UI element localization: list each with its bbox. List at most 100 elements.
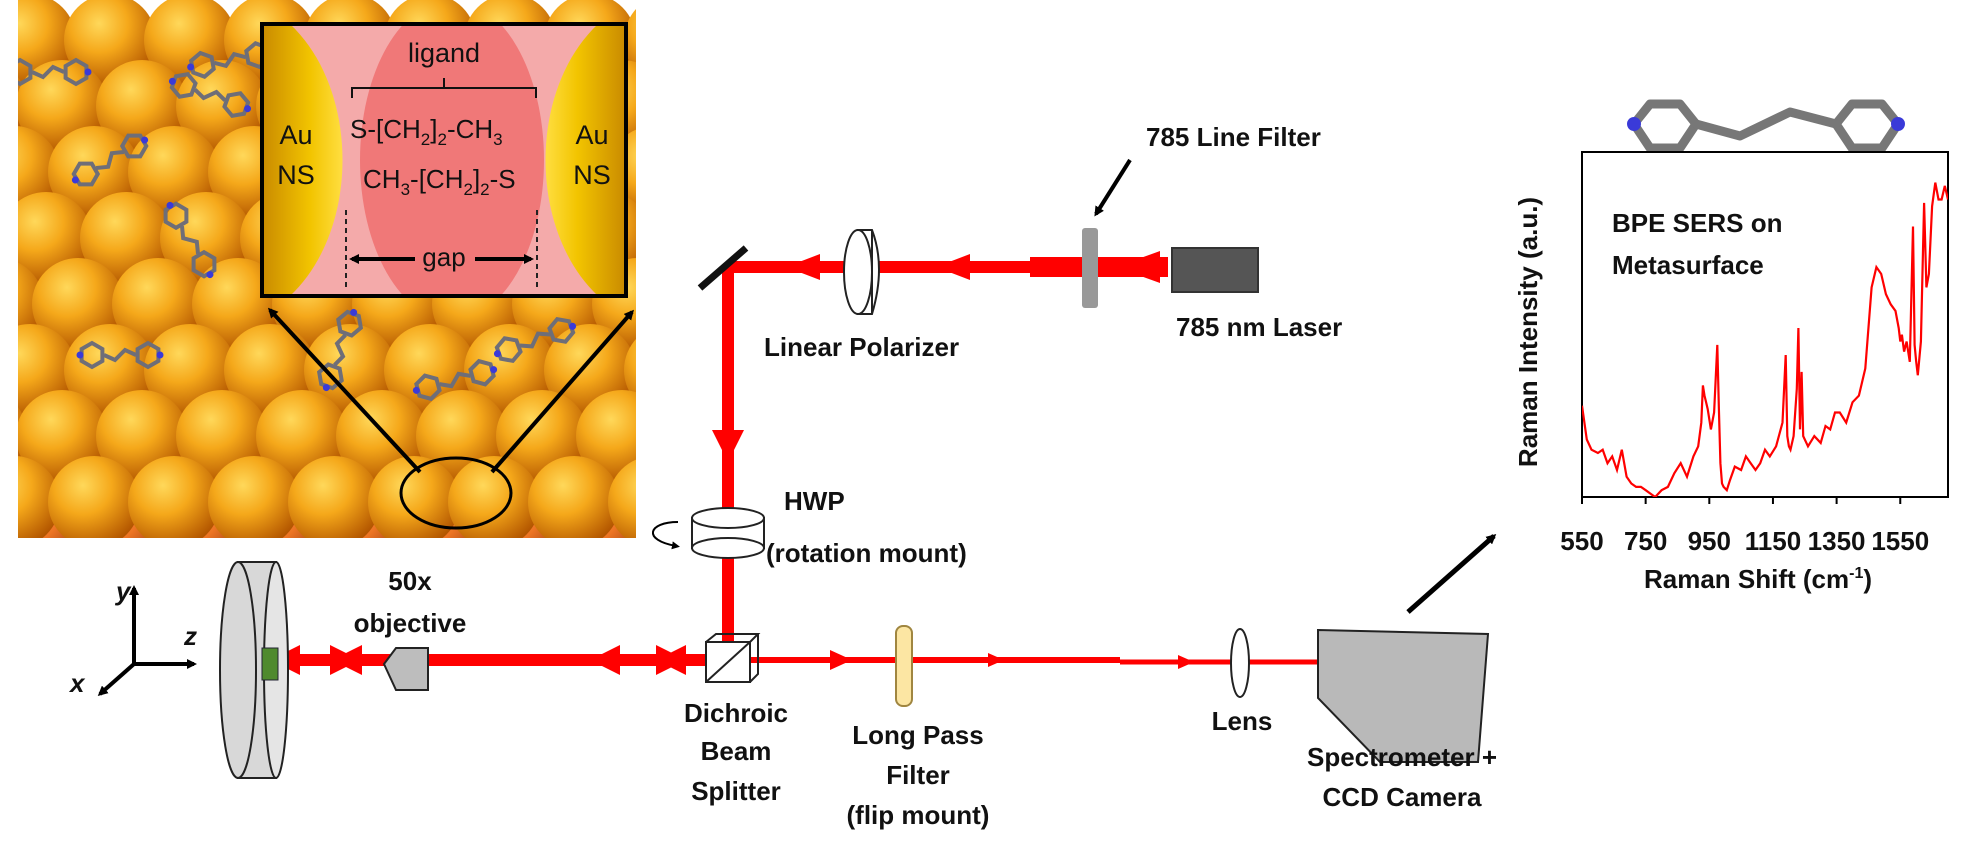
laser-label: 785 nm Laser — [1176, 312, 1342, 342]
linear-polarizer — [843, 229, 880, 315]
sample-stage — [219, 561, 289, 779]
beam-arrow — [712, 430, 744, 462]
objective-label-1: 50x — [388, 566, 432, 596]
longpass-label-2: Filter — [886, 760, 950, 790]
gold-nanosphere — [656, 60, 748, 152]
gold-nanosphere — [368, 456, 460, 538]
metasurface-sample — [261, 647, 279, 681]
gold-nanosphere-shadow — [0, 12, 14, 104]
gold-nanosphere — [608, 459, 636, 538]
longpass-label-3: (flip mount) — [847, 800, 990, 830]
mirror — [697, 245, 749, 291]
right-np-label-2: NS — [573, 160, 611, 190]
beam-arrow — [1116, 251, 1160, 283]
dichroic-label-3: Splitter — [691, 776, 781, 806]
hwp-label-2: (rotation mount) — [766, 538, 967, 568]
rotation-arrow-icon — [652, 521, 680, 550]
inset-ligand-label: ligand — [408, 38, 480, 68]
axis-z-label: z — [183, 621, 197, 651]
chart-title-line-1: BPE SERS on — [1612, 208, 1782, 238]
gold-nanosphere-shadow — [674, 78, 766, 170]
objective-lens — [382, 647, 429, 691]
bpe-molecule — [76, 340, 164, 370]
line-filter-pointer — [1094, 158, 1132, 217]
gold-nanosphere — [576, 390, 636, 482]
dichroic-label-1: Dichroic — [684, 698, 788, 728]
gold-nanosphere — [48, 456, 140, 538]
gold-nanosphere — [0, 192, 12, 284]
lens — [1230, 628, 1250, 698]
bpe-molecule — [412, 358, 498, 402]
laser-body — [1171, 247, 1259, 293]
gold-nanosphere — [128, 456, 220, 538]
axis-y-label: y — [114, 576, 132, 606]
gold-nanosphere-shadow — [626, 161, 636, 219]
linear-polarizer-label: Linear Polarizer — [764, 332, 959, 362]
bpe-molecule-structure — [1627, 99, 1905, 153]
beam-arrow — [590, 645, 620, 675]
half-wave-plate — [691, 507, 765, 559]
beam-arrow — [786, 254, 820, 280]
spectrometer-label-1: Spectrometer + — [1307, 742, 1497, 772]
coordinate-axes: y z x — [68, 576, 197, 698]
bpe-molecule — [168, 71, 252, 119]
plot-frame — [1581, 151, 1949, 498]
axis-x-label: x — [68, 668, 86, 698]
long-pass-filter — [895, 625, 913, 707]
zoom-arrow-right — [490, 309, 634, 474]
zoom-arrow-left — [267, 307, 422, 474]
gold-nanosphere — [624, 339, 636, 401]
longpass-label-1: Long Pass — [852, 720, 983, 750]
x-tick-label: 1350 — [1808, 526, 1866, 556]
beam-arrow — [988, 653, 1004, 667]
gap-label: gap — [422, 242, 465, 272]
dichroic-label-2: Beam — [701, 736, 772, 766]
zoom-circle — [399, 456, 513, 530]
gold-nanosphere — [528, 456, 620, 538]
gold-nanosphere-shadow — [642, 12, 734, 104]
hwp-label-1: HWP — [784, 486, 845, 516]
bpe-molecule — [163, 201, 217, 279]
gold-nanosphere — [624, 9, 636, 71]
left-np-label-1: Au — [279, 120, 312, 150]
x-tick-label: 1150 — [1745, 526, 1801, 556]
gold-nanosphere — [208, 456, 300, 538]
lens-label: Lens — [1212, 706, 1273, 736]
x-tick-label: 550 — [1560, 526, 1603, 556]
ligand-formula-bottom: CH3-[CH2]2-S — [363, 164, 516, 199]
line-filter-label: 785 Line Filter — [1146, 122, 1321, 152]
nanogap-inset: ligand S-[CH2]2-CH3 CH3-[CH2]2-S gap Au … — [260, 22, 628, 298]
left-gold-nanosphere — [262, 24, 343, 296]
bpe-molecule — [316, 308, 364, 392]
beam-arrow — [936, 254, 970, 280]
right-gold-nanosphere — [545, 24, 626, 296]
right-np-label-1: Au — [575, 120, 608, 150]
beam-arrow — [656, 645, 686, 675]
chart-y-axis-label: Raman Intensity (a.u.) — [1513, 197, 1543, 467]
chart-title-line-2: Metasurface — [1612, 250, 1764, 280]
ligand-bracket — [351, 78, 537, 98]
gold-nanosphere — [448, 456, 540, 538]
x-tick-label: 1550 — [1871, 526, 1929, 556]
beam-arrow — [830, 650, 852, 670]
gold-nanosphere-shadow — [642, 342, 734, 434]
x-tick-label: 950 — [1688, 526, 1731, 556]
spectrum-series-line — [1582, 182, 1948, 497]
gap-dashes — [345, 210, 538, 290]
objective-label-2: objective — [354, 608, 467, 638]
chart-x-axis-label: Raman Shift (cm-1) — [1644, 564, 1872, 594]
spectrometer — [1317, 628, 1490, 763]
beam-arrow — [1178, 655, 1194, 669]
left-np-label-2: NS — [277, 160, 315, 190]
gold-nanosphere — [288, 456, 380, 538]
gold-nanosphere-shadow — [0, 342, 14, 434]
gold-nanosphere — [18, 456, 60, 538]
dichroic-beam-splitter — [705, 633, 761, 683]
beam-arrow — [330, 645, 360, 675]
bpe-molecule — [71, 133, 149, 187]
x-tick-label: 750 — [1624, 526, 1667, 556]
ligand-formula-top: S-[CH2]2-CH3 — [350, 114, 503, 149]
